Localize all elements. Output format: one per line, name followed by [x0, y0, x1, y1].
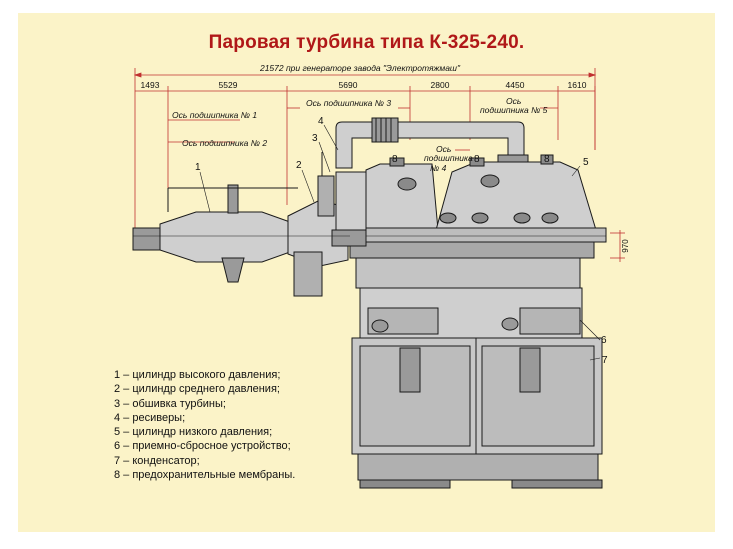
dim-1493: 1493 [141, 80, 160, 90]
hp-ip-cylinders [132, 152, 367, 297]
bearing-4-line2: подшипника [424, 153, 473, 163]
page-title: Паровая турбина типа К-325-240. [208, 32, 525, 53]
callout-4: 4 [318, 116, 324, 127]
legend: 1 – цилиндр высокого давления; 2 – цилин… [114, 368, 295, 482]
dim-total: 21572 при генераторе завода "Электротяжм… [259, 63, 461, 73]
dim-970: 970 [621, 239, 630, 253]
dim-2800: 2800 [431, 80, 450, 90]
dim-5690: 5690 [339, 80, 358, 90]
callout-1: 1 [195, 162, 201, 173]
callout-5: 5 [583, 157, 589, 168]
dim-4450: 4450 [506, 80, 525, 90]
dim-1610: 1610 [568, 80, 587, 90]
legend-item: 7 – конденсатор; [114, 454, 200, 467]
callout-3: 3 [312, 133, 318, 144]
callout-leaders [199, 124, 601, 361]
legend-item: 3 – обшивка турбины; [114, 397, 226, 410]
bearing-5-line2: подшипника № 5 [480, 105, 548, 115]
legend-item: 1 – цилиндр высокого давления; [114, 369, 281, 381]
callout-8a: 8 [392, 154, 398, 165]
callout-8c: 8 [544, 154, 550, 165]
lp-cylinder [365, 154, 597, 233]
dim-5529: 5529 [219, 80, 238, 90]
bearing-5-line1: Ось [506, 96, 521, 106]
bearing-1-label: Ось подшипника № 1 [172, 110, 257, 120]
callout-7: 7 [602, 355, 608, 366]
turbine-base [349, 227, 607, 289]
callout-8b: 8 [474, 154, 480, 165]
bearing-3-label: Ось подшипника № 3 [306, 98, 391, 108]
condenser [351, 287, 603, 489]
legend-item: 6 – приемно-сбросное устройство; [114, 440, 291, 453]
legend-item: 2 – цилиндр среднего давления; [114, 383, 280, 396]
bearing-2-label: Ось подшипника № 2 [182, 138, 267, 148]
legend-item: 8 – предохранительные мембраны. [114, 469, 296, 482]
legend-item: 4 – ресиверы; [114, 411, 186, 424]
callout-6: 6 [601, 335, 607, 346]
legend-item: 5 – цилиндр низкого давления; [114, 426, 273, 439]
bearing-4-line3: № 4 [430, 163, 447, 173]
callout-2: 2 [296, 160, 302, 171]
bearing-4-line1: Ось [436, 144, 451, 154]
receiver-pipe [335, 117, 529, 169]
